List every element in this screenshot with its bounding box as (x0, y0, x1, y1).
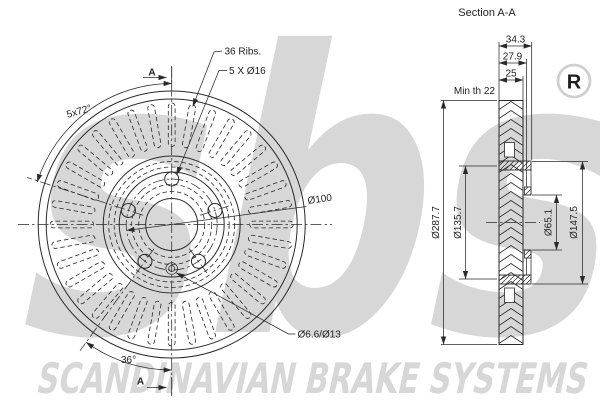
screw-hole-diameter-label: Ø6.6/Ø13 (298, 330, 342, 341)
section-marker-bottom: A (137, 377, 173, 396)
inner-friction-diameter-dim: Ø147.5 (569, 206, 580, 239)
vent-rib-slot (51, 234, 96, 249)
bolt-holes-leader-line (176, 70, 227, 176)
vent-rib-slot (56, 248, 100, 269)
screw-hole-leader-line (176, 272, 296, 335)
screw-angle-label: 36° (121, 355, 136, 366)
diameter-dimensions: Ø287.7 Ø135.7 Ø65.1 Ø147.5 (431, 100, 588, 345)
registered-trademark-icon: R (556, 63, 592, 99)
banner-watermark-text: SCANDINAVIAN BRAKE SYSTEMS (33, 355, 593, 400)
bore-diameter-dim: Ø65.1 (544, 208, 555, 236)
vent-rib-slot (244, 248, 287, 269)
front-view: A A 36 Ribs. 5 X Ø16 5x72° Ø100 Ø6.6/Ø13… (18, 47, 342, 396)
vent-rib-slot (91, 283, 124, 319)
register-top (524, 186, 532, 196)
vent-slot-bottom (504, 287, 515, 303)
vent-rib-slot (238, 261, 278, 288)
bolt-hole (120, 202, 136, 218)
vent-rib-slot (238, 161, 278, 188)
bolt-hole (137, 253, 153, 269)
bolt-radial-centerline (200, 205, 229, 216)
angle-dimension-arc (36, 80, 172, 183)
register-bottom (524, 249, 532, 259)
section-marker-bottom-label: A (137, 377, 144, 388)
svg-text:R: R (567, 72, 582, 94)
section-marker-top: A (143, 67, 173, 87)
vent-rib-slot (248, 200, 292, 215)
vent-rib-slot (244, 180, 287, 201)
vent-rib-slot (195, 297, 216, 340)
bolt-circle-leader-line (126, 206, 307, 232)
width-dimensions: 34.3 27.9 25 Min th 22 (454, 35, 533, 169)
vent-rib-slot (248, 234, 292, 249)
hat-flange-bottom (498, 274, 532, 285)
vent-rib-slot (208, 118, 235, 158)
vent-rib-slot (208, 291, 235, 331)
vent-rib-slot (51, 200, 96, 215)
ribs-leader-line (192, 50, 223, 107)
min-thickness-note: Min th 22 (454, 86, 496, 97)
hat-width-dim: 27.9 (503, 52, 523, 63)
vent-rib-slot (195, 109, 216, 152)
thickness-dim: 25 (505, 69, 517, 80)
vent-rib-slot (230, 273, 266, 305)
ribs-count-label: 36 Ribs. (225, 47, 262, 58)
vent-slot-top (504, 142, 515, 158)
bolt-circle-diameter-label: Ø100 (307, 193, 333, 207)
vent-rib-slot (230, 144, 266, 176)
vent-rib-slot (127, 297, 148, 340)
vent-rib-slot (65, 261, 106, 288)
vent-rib-slot (56, 180, 100, 201)
vent-rib-slot (108, 291, 135, 331)
vent-rib-slot (77, 273, 114, 305)
bolt-hole (190, 253, 206, 269)
vent-rib-slot (49, 220, 95, 229)
hat-diameter-dim: Ø135.7 (453, 206, 464, 239)
bolt-holes-label: 5 X Ø16 (229, 66, 266, 77)
bolt-hole (207, 202, 223, 218)
hat-flange-top (498, 160, 532, 171)
outer-diameter-dim: Ø287.7 (431, 206, 442, 239)
overall-width-dim: 34.3 (506, 35, 526, 46)
bolt-radial-centerline (189, 248, 208, 274)
section-view: Section A-A 34.3 27.9 25 Min (431, 7, 588, 345)
bolt-radial-centerline (27, 177, 144, 216)
bolt-radial-centerline (79, 248, 155, 351)
section-title: Section A-A (458, 7, 516, 19)
vent-rib-slot (220, 130, 252, 166)
vent-rib-slot (182, 300, 197, 345)
angle-dimension-arc (85, 341, 172, 373)
vent-rib-slot (220, 283, 252, 319)
section-marker-top-label: A (148, 68, 155, 79)
